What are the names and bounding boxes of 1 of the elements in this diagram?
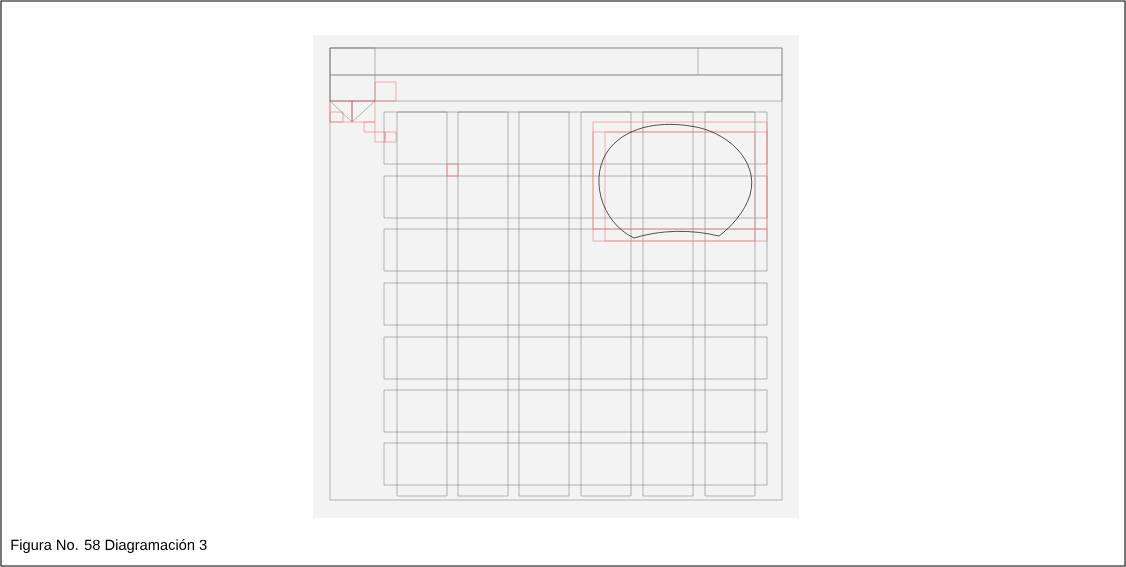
caption: Figura No. 58 Diagramación 3 (11, 539, 207, 553)
